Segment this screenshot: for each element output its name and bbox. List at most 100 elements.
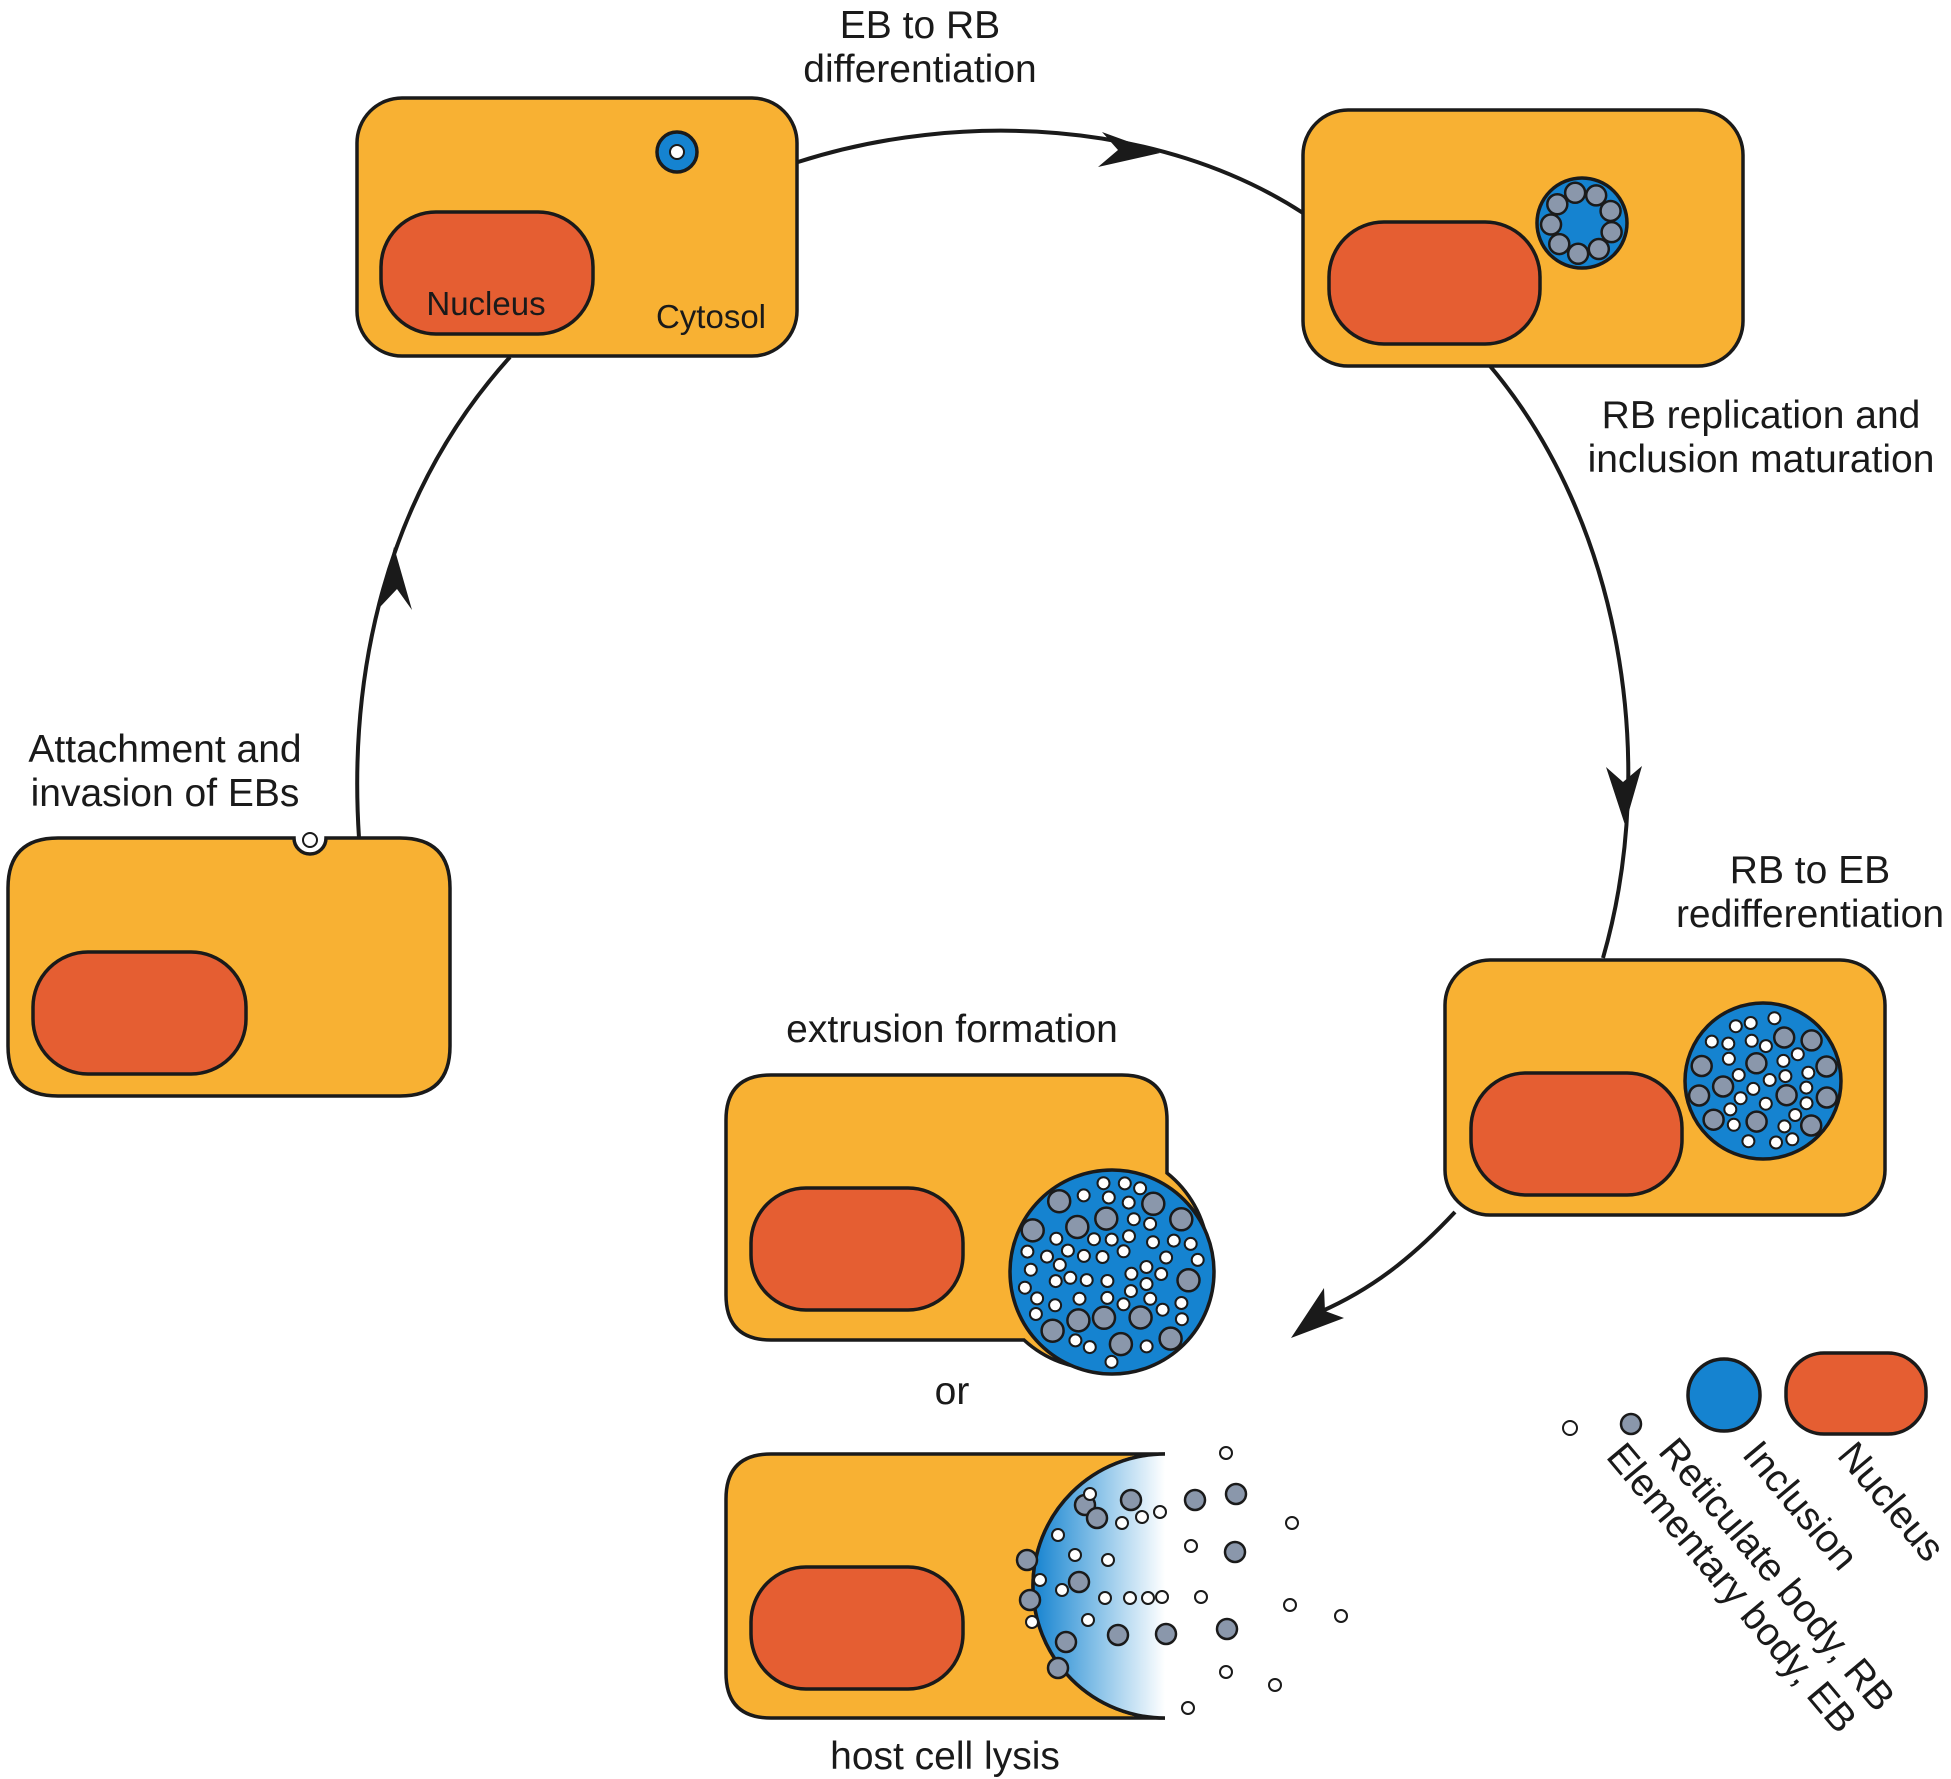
elementary-body [1801,1065,1816,1080]
arc-inclusion-to-redifferentiation [1488,364,1631,959]
reticulate-body [1702,1108,1725,1131]
reticulate-body [1711,1075,1735,1098]
label-attachment-line1: Attachment and [28,728,301,771]
elementary-body [1068,1333,1083,1348]
elementary-body [1721,1051,1736,1066]
legend-elementary-body-label: Elementary body, EB [1598,1435,1865,1741]
cell-attachment [6,832,452,1098]
reticulate-body [1054,1630,1078,1654]
reticulate-body [1046,1656,1070,1680]
elementary-body [1079,1273,1094,1288]
reticulate-body [1119,1488,1143,1512]
nucleus [749,1186,965,1312]
arrowhead-down-left-icon [1291,1288,1344,1338]
legend-nucleus-swatch [1784,1351,1928,1436]
label-rb-replication-line2: inclusion maturation [1588,438,1935,481]
arrowhead-down-icon [1606,766,1642,825]
reticulate-body [1108,1331,1134,1357]
reticulate-body [1815,1086,1839,1109]
elementary-body [1082,1340,1097,1355]
elementary-body [1154,1267,1169,1281]
elementary-body [1095,1250,1110,1264]
label-or: or [935,1370,970,1413]
elementary-body [1030,1291,1045,1306]
elementary-body [1104,1354,1119,1369]
reticulate-body [1067,1570,1091,1594]
legend-reticulate-body-swatch [1619,1412,1643,1436]
elementary-body [1122,1229,1136,1244]
reticulate-body [1040,1318,1065,1343]
elementary-body [1100,1290,1115,1305]
inclusion-bacteria [1017,1176,1205,1369]
elementary-body [1139,1277,1154,1291]
reticulate-body [1094,1206,1119,1231]
nucleus [1327,220,1542,346]
elementary-body [1219,1446,1233,1460]
reticulate-body [1587,237,1611,261]
reticulate-bodies [1539,181,1623,266]
elementary-body [1777,1119,1792,1134]
elementary-body [1778,1069,1793,1084]
elementary-body [1126,1212,1141,1227]
label-extrusion: extrusion formation [786,1008,1118,1051]
elementary-body [1033,1573,1047,1587]
reticulate-body [1687,1084,1711,1107]
elementary-body [1139,1260,1154,1274]
reticulate-body [1183,1488,1207,1512]
reticulate-body [1154,1622,1178,1646]
reticulate-body [1128,1305,1153,1330]
elementary-body [1194,1590,1208,1604]
elementary-body [1733,1091,1748,1106]
elementary-body [1096,1176,1111,1191]
reticulate-body [1548,232,1571,256]
reticulate-body [1020,1218,1045,1243]
elementary-body [1124,1266,1139,1281]
elementary-body [1068,1548,1082,1562]
elementary-body [1744,1033,1759,1048]
elementary-body [1072,1291,1087,1306]
reticulate-body [1745,1052,1768,1075]
reticulate-body [1800,1029,1823,1052]
elementary-body [1083,1487,1097,1501]
reticulate-body [1563,181,1587,205]
elementary-body [1098,1591,1112,1605]
reticulate-body [1539,213,1563,236]
elementary-body-in-inclusion [669,144,685,160]
reticulate-body [1772,1026,1796,1049]
elementary-body [1153,1505,1167,1519]
reticulate-body [1584,184,1608,207]
elementary-body [1285,1516,1299,1530]
elementary-body [1101,1553,1115,1567]
reticulate-body [1065,1214,1090,1240]
elementary-body-attaching [302,832,318,848]
elementary-body [1143,1216,1158,1231]
reticulate-body [1690,1054,1713,1078]
nucleus-label: Nucleus [426,285,545,322]
elementary-body [1048,1298,1063,1313]
elementary-body [1123,1284,1138,1299]
elementary-body [1100,1274,1115,1288]
elementary-body [1139,1339,1154,1354]
reticulate-body [1085,1506,1109,1530]
elementary-body [1190,1252,1205,1267]
elementary-body [1055,1583,1069,1597]
label-lysis: host cell lysis [830,1735,1060,1778]
elementary-body [1048,1274,1063,1289]
reticulate-body [1600,220,1623,244]
reticulate-body [1106,1623,1130,1647]
elementary-body [1146,1235,1160,1250]
label-rb-to-eb-line2: redifferentiation [1676,893,1944,936]
elementary-body [1799,1096,1814,1111]
arrowhead-right-icon [1098,132,1160,167]
cell-rb-replication [1301,108,1745,368]
label-rb-to-eb-line1: RB to EB [1730,849,1890,892]
elementary-body [1268,1678,1282,1692]
elementary-body [1117,1176,1132,1191]
elementary-body [1728,1019,1743,1034]
reticulate-body [1546,193,1569,216]
elementary-body [1115,1516,1129,1530]
elementary-body [1723,1102,1738,1117]
reticulate-body [1745,1110,1768,1133]
reticulate-body [1215,1617,1239,1641]
cell-lysis [724,1446,1348,1720]
